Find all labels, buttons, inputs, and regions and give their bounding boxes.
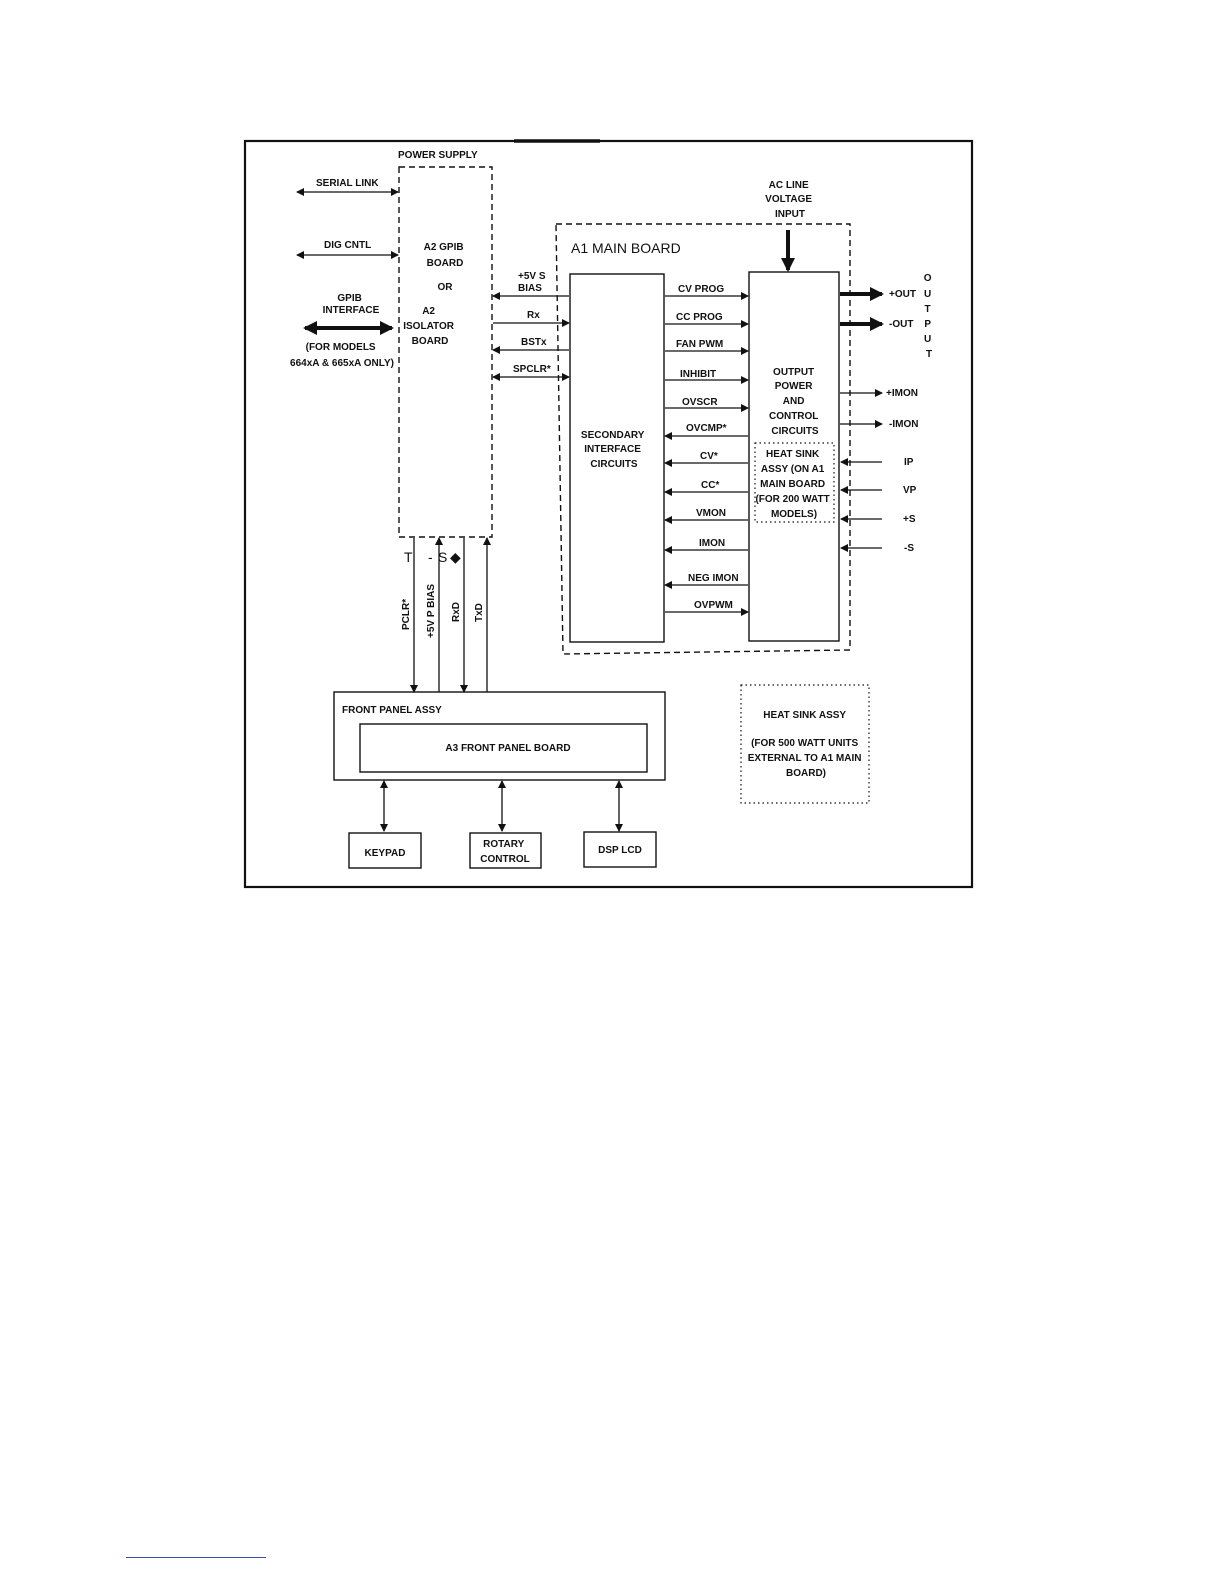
signal-label: SPCLR* [513, 364, 551, 375]
minus-s-label: -S [904, 543, 914, 554]
a2-isolator-label: A2 ISOLATOR BOARD [403, 306, 457, 347]
a2-gpib-label: A2 GPIB BOARD [424, 242, 467, 269]
rotary-control-block [469, 832, 542, 869]
internal-signal-label: FAN PWM [676, 339, 723, 350]
front-panel-signal-label: RxD [451, 602, 462, 622]
dsp-lcd-label: DSP LCD [598, 845, 642, 856]
power-supply-label: POWER SUPPLY [398, 150, 478, 161]
output-power-block [748, 271, 840, 642]
minus-out-label: -OUT [889, 319, 913, 330]
rotary-control-label: ROTARY CONTROL [480, 839, 529, 865]
signal-label: Rx [527, 310, 540, 321]
internal-signal-label: CC* [701, 480, 719, 491]
secondary-interface-label: SECONDARY INTERFACE CIRCUITS [581, 430, 647, 470]
footer-rule [126, 1557, 266, 1558]
keypad-block [348, 832, 422, 869]
dig-cntl-label: DIG CNTL [324, 240, 371, 251]
a1-main-board-block [555, 223, 851, 655]
heat-sink-200-block [754, 442, 835, 523]
heat-sink-500-label: HEAT SINK ASSY (FOR 500 WATT UNITS EXTER… [748, 710, 865, 779]
gpib-interface-label: GPIB INTERFACE [323, 293, 380, 316]
output-vertical-label: O U T P U T [924, 273, 935, 360]
front-panel-signal-label: PCLR* [401, 599, 412, 630]
power-supply-block [398, 166, 493, 538]
plus-s-label: +S [903, 514, 916, 525]
secondary-interface-block [569, 273, 665, 643]
keypad-label: KEYPAD [365, 848, 406, 859]
a3-front-panel-label: A3 FRONT PANEL BOARD [445, 743, 570, 754]
internal-signal-label: VMON [696, 508, 726, 519]
signal-label: +5V S BIAS [518, 271, 548, 294]
front-panel-signal-label: +5V P BIAS [426, 584, 437, 638]
plus-imon-label: +IMON [886, 388, 918, 399]
internal-signal-label: INHIBIT [680, 369, 716, 380]
internal-signal-label: NEG IMON [688, 573, 739, 584]
front-panel-signal-label: TxD [474, 603, 485, 622]
ps-to-main-signals: +5V S BIAS Rx BSTx SPCLR* [492, 271, 570, 381]
internal-signal-label: CV PROG [678, 284, 724, 295]
dsp-lcd-block [583, 831, 657, 868]
pin-symbols: T - S ◆ [404, 549, 461, 565]
plus-out-label: +OUT [889, 289, 916, 300]
or-label: OR [438, 282, 454, 293]
front-panel-signals: PCLR* +5V P BIAS RxD TxD [401, 537, 491, 693]
pin-symbol: ◆ [450, 549, 461, 565]
models-note-label: (FOR MODELS 664xA & 665xA ONLY) [290, 342, 394, 369]
a3-front-panel-block [359, 723, 648, 773]
signal-label: BSTx [521, 337, 547, 348]
heat-sink-500-block [740, 684, 870, 804]
minus-imon-label: -IMON [889, 419, 918, 430]
diagram-frame [243, 139, 974, 889]
internal-signal-label: CV* [700, 451, 718, 462]
pin-symbol: - [428, 549, 433, 565]
outputs: +OUT -OUT O U T P U T +IMON -IMON IP VP … [840, 273, 935, 554]
internal-signal-label: OVPWM [694, 600, 733, 611]
vp-label: VP [903, 485, 917, 496]
front-panel-assy-label: FRONT PANEL ASSY [342, 705, 442, 716]
output-power-label: OUTPUT POWER AND CONTROL CIRCUITS [769, 367, 821, 437]
ac-line-label: AC LINE VOLTAGE INPUT [765, 180, 815, 220]
internal-signal-label: IMON [699, 538, 725, 549]
internal-signal-label: OVCMP* [686, 423, 727, 434]
internal-signal-label: CC PROG [676, 312, 723, 323]
pin-symbol: T [404, 549, 413, 565]
ip-label: IP [904, 457, 914, 468]
internal-signals: CV PROG CC PROG FAN PWM INHIBIT OVSCR OV… [664, 284, 749, 616]
heat-sink-200-label: HEAT SINK ASSY (ON A1 MAIN BOARD (FOR 20… [755, 449, 832, 520]
pin-symbol: S [438, 549, 447, 565]
internal-signal-label: OVSCR [682, 397, 718, 408]
serial-link-label: SERIAL LINK [316, 178, 379, 189]
a1-main-board-label: A1 MAIN BOARD [571, 240, 681, 256]
